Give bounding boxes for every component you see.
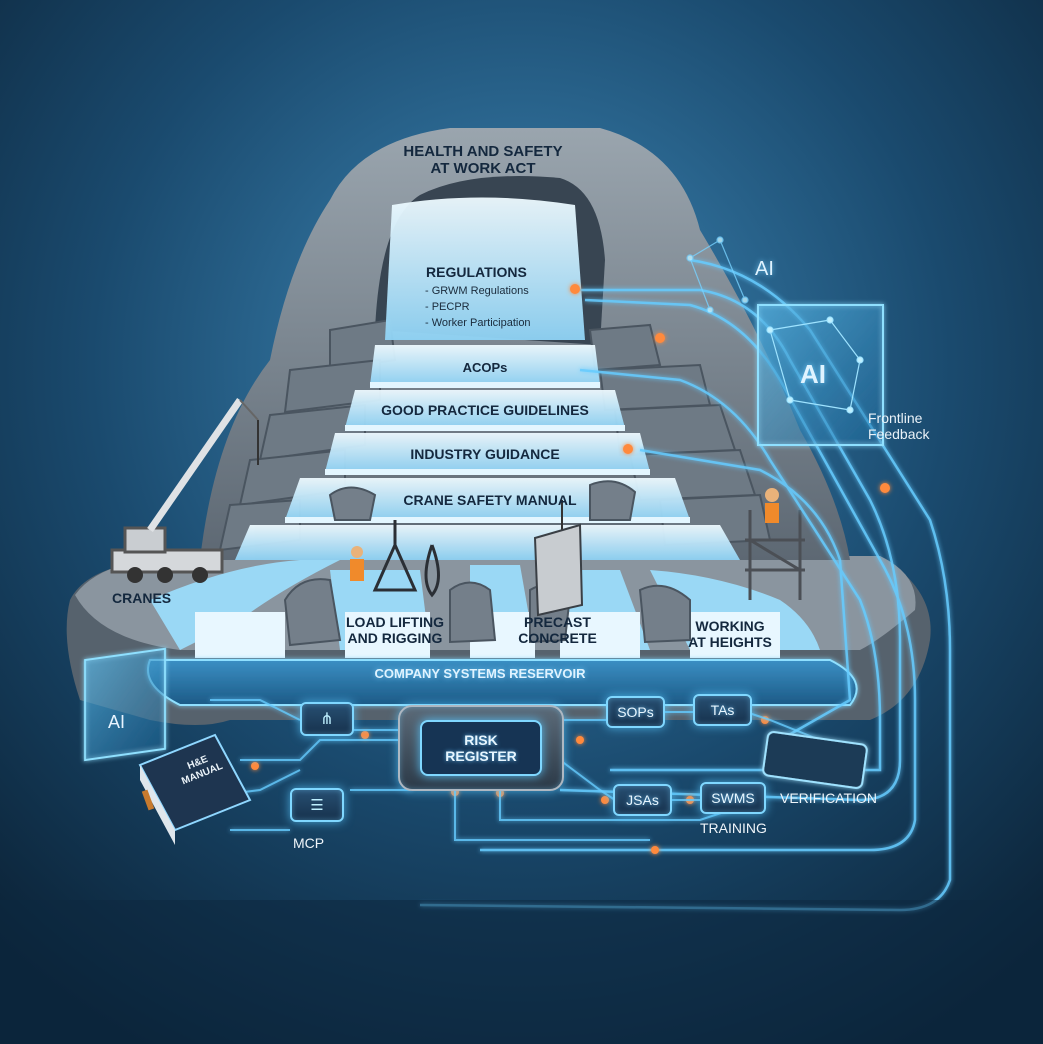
regulations-item: - PECPR (425, 301, 470, 313)
risk-register-screen: RISK REGISTER (420, 720, 542, 776)
regulations-item: - Worker Participation (425, 317, 531, 329)
scaffold-illustration (745, 488, 805, 600)
ai-left-panel (84, 647, 166, 762)
regulations-title: REGULATIONS (426, 264, 527, 280)
document-icon: ☰ (310, 797, 324, 814)
crane-illustration (110, 398, 259, 583)
swms-node: SWMS (700, 782, 766, 814)
risk-register-node: RISK REGISTER (398, 705, 564, 791)
training-label: TRAINING (700, 820, 767, 836)
regulations-item: - GRWM Regulations (425, 285, 529, 297)
tier-crane-safety: CRANE SAFETY MANUAL (403, 492, 577, 508)
verification-label: VERIFICATION (780, 790, 877, 806)
tas-label: TAs (710, 702, 735, 718)
jsas-node: JSAs (613, 784, 672, 816)
rigging-slings (350, 520, 440, 598)
tas-node: TAs (693, 694, 752, 726)
tier-acops: ACOPs (462, 360, 508, 375)
waterfall-main (385, 197, 585, 340)
frontline-feedback: Frontline Feedback (868, 410, 930, 443)
network-graph-icon: ⋔ (320, 711, 334, 728)
mcp-node: ☰ (290, 788, 344, 822)
ai-top-net (686, 236, 749, 314)
workflow-node: ⋔ (300, 702, 354, 736)
branch-heights: WORKING AT HEIGHTS (688, 618, 772, 651)
swms-label: SWMS (711, 790, 755, 806)
ai-panel-label: AI (800, 359, 826, 389)
tier-industry-guidance: INDUSTRY GUIDANCE (410, 446, 560, 462)
bottom-fade (0, 900, 1043, 1044)
precast-panel (533, 500, 584, 617)
sops-node: SOPs (606, 696, 665, 728)
verification-tablet (762, 731, 868, 789)
ai-left-label: AI (108, 712, 126, 732)
branch-falls (195, 612, 780, 658)
ai-neural-net (766, 316, 864, 414)
branch-cranes: CRANES (112, 590, 172, 606)
ai-top-label: AI (755, 258, 774, 280)
manual-book-illustration (138, 733, 252, 845)
tier-good-practice: GOOD PRACTICE GUIDELINES (381, 402, 589, 418)
regulations-list: - GRWM Regulations - PECPR - Worker Part… (425, 283, 531, 331)
branch-precast: PRECAST CONCRETE (518, 614, 597, 647)
jsas-label: JSAs (626, 792, 659, 808)
mcp-label: MCP (293, 835, 325, 851)
tier-edges (285, 382, 690, 523)
source-title: HEALTH AND SAFETY AT WORK ACT (403, 143, 563, 178)
risk-register-label: RISK REGISTER (445, 732, 517, 764)
sops-label: SOPs (617, 704, 654, 720)
boulders (283, 480, 691, 647)
branch-load-lifting: LOAD LIFTING AND RIGGING (346, 614, 444, 647)
reservoir-label: COMPANY SYSTEMS RESERVOIR (374, 666, 586, 681)
